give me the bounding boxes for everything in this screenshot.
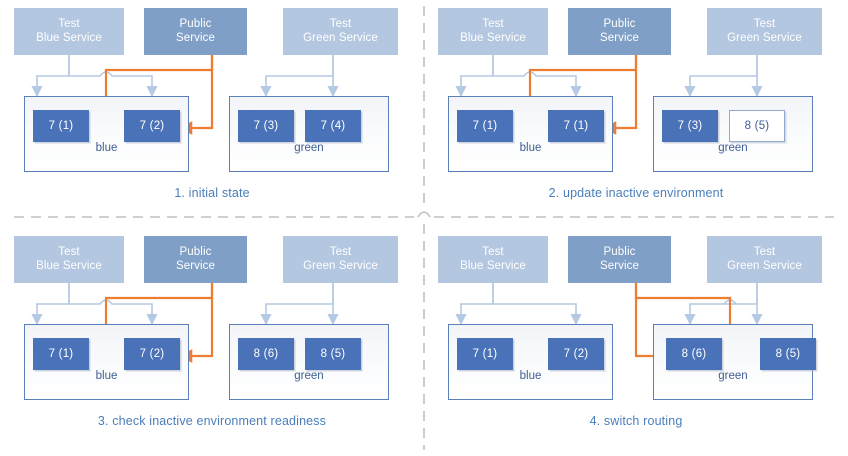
svc-line-2: Service (175, 259, 216, 272)
svc-line-1: Public (603, 246, 636, 258)
panel-separators (14, 6, 834, 450)
panel-2-blue-pod-2[interactable]: 7 (1) (548, 110, 604, 142)
blue-connectors-panel-4 (455, 283, 763, 326)
panel-1-blue-pod-1[interactable]: 7 (1) (33, 110, 89, 142)
env-label-green: green (294, 370, 324, 382)
svc-line-1: Test (329, 18, 352, 30)
panel-3-green-pod-1[interactable]: 8 (6) (238, 338, 294, 370)
panel-4-blue-pod-2[interactable]: 7 (2) (548, 338, 604, 370)
env-label-green: green (718, 370, 748, 382)
svc-line-1: Test (58, 18, 80, 30)
svc-line-1: Test (482, 246, 504, 258)
panel-1-caption: 1. initial state (174, 186, 250, 200)
svc-line-1: Test (753, 246, 776, 258)
svc-line-1: Test (329, 246, 352, 258)
panel-3-caption: 3. check inactive environment readiness (97, 414, 327, 428)
panel-4-green-pod-2[interactable]: 8 (5) (760, 338, 816, 370)
blue-connectors-panel-2 (455, 55, 763, 98)
panel-4-green-pod-1[interactable]: 8 (6) (666, 338, 722, 370)
env-label-green: green (718, 142, 748, 154)
env-label-blue: blue (519, 370, 542, 382)
svc-line-2: Green Service (303, 31, 378, 44)
svc-line-2: Green Service (727, 259, 802, 272)
panel-2-blue-pod-1[interactable]: 7 (1) (457, 110, 513, 142)
svc-line-2: Green Service (303, 259, 378, 272)
env-label-blue: blue (95, 142, 118, 154)
env-label-blue: blue (95, 370, 118, 382)
panel-2-caption: 2. update inactive environment (548, 186, 724, 200)
svc-line-2: Service (175, 31, 216, 44)
panel-3-green-pod-2[interactable]: 8 (5) (305, 338, 361, 370)
panel-3-blue-pod-1[interactable]: 7 (1) (33, 338, 89, 370)
env-label-green: green (294, 142, 324, 154)
svc-line-2: Service (599, 259, 640, 272)
svc-line-1: Test (58, 246, 80, 258)
svc-line-2: Green Service (727, 31, 802, 44)
svc-line-1: Public (179, 18, 212, 30)
svc-line-1: Test (753, 18, 776, 30)
svc-line-2: Blue Service (36, 31, 102, 44)
panel-1-green-pod-1[interactable]: 7 (3) (238, 110, 294, 142)
panel-4-blue-pod-1[interactable]: 7 (1) (457, 338, 513, 370)
svc-line-2: Blue Service (460, 259, 526, 272)
svc-line-2: Blue Service (36, 259, 102, 272)
panel-1-green-pod-2[interactable]: 7 (4) (305, 110, 361, 142)
svc-line-1: Test (482, 18, 504, 30)
panel-1-blue-pod-2[interactable]: 7 (2) (124, 110, 180, 142)
svc-line-1: Public (603, 18, 636, 30)
env-label-blue: blue (519, 142, 542, 154)
svc-line-2: Service (599, 31, 640, 44)
panel-4-caption: 4. switch routing (589, 414, 683, 428)
blue-connectors-panel-3 (31, 283, 339, 326)
panel-3-blue-pod-2[interactable]: 7 (2) (124, 338, 180, 370)
panel-2-green-pod-2[interactable]: 8 (5) (729, 110, 785, 142)
panel-2-green-pod-1[interactable]: 7 (3) (662, 110, 718, 142)
svc-line-2: Blue Service (460, 31, 526, 44)
blue-connectors-panel-1 (31, 55, 339, 98)
svc-line-1: Public (179, 246, 212, 258)
